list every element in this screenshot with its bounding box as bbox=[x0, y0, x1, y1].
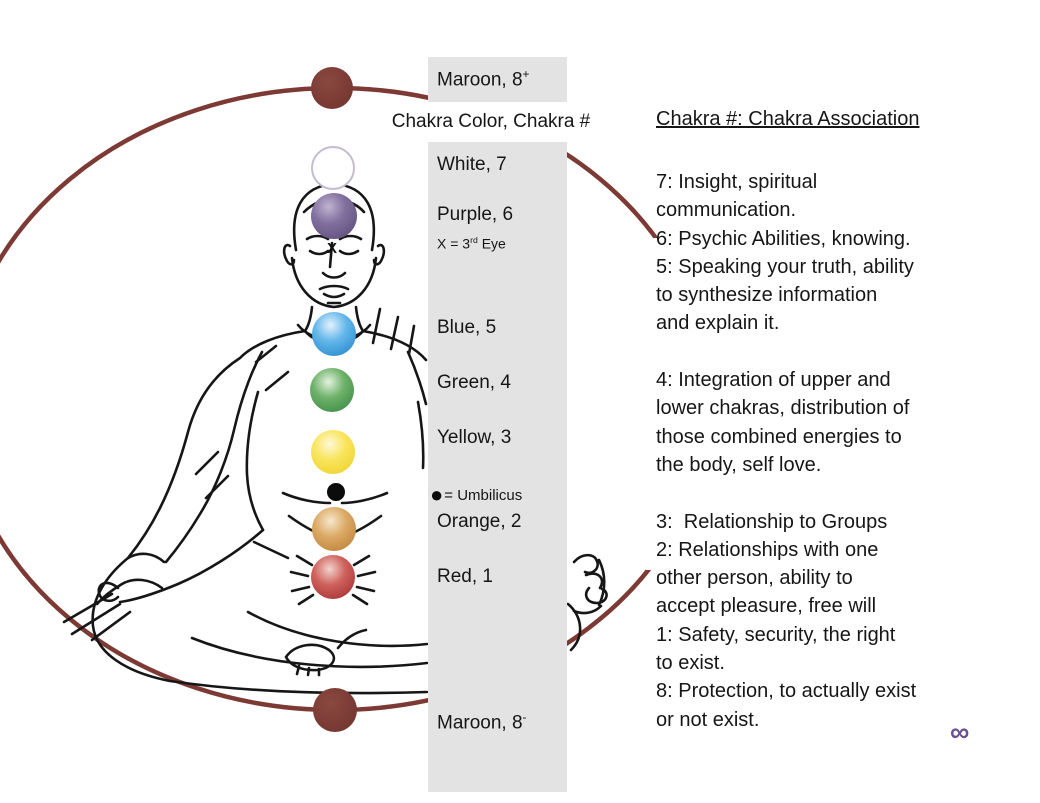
legend-header: Chakra Color, Chakra # bbox=[385, 102, 597, 142]
figure-right-hand bbox=[566, 553, 608, 652]
aura-ellipse-gap bbox=[646, 238, 766, 570]
legend-label-purple: Purple, 6 bbox=[437, 204, 514, 225]
associations-column: Chakra #: Chakra Association 7: Insight,… bbox=[656, 107, 1006, 734]
figure-belly-folds bbox=[281, 491, 389, 537]
legend-label-maroon-minus: Maroon, 8- bbox=[437, 711, 527, 734]
chakra-sphere-red bbox=[311, 555, 355, 599]
chakra-sphere-green bbox=[310, 368, 354, 412]
aura-node-bottom bbox=[313, 688, 357, 732]
legend-label-green: Green, 4 bbox=[437, 372, 511, 393]
rd-superscript: rd bbox=[470, 235, 478, 245]
chakra-sphere-orange bbox=[312, 507, 356, 551]
figure-legs bbox=[91, 528, 429, 695]
legend-label-red: Red, 1 bbox=[437, 566, 493, 587]
umbilicus-note: ●= Umbilicus bbox=[430, 482, 523, 507]
legend-top-box bbox=[428, 57, 567, 103]
chakra-sphere-blue bbox=[312, 312, 356, 356]
figure-torso bbox=[194, 307, 425, 560]
legend-band bbox=[428, 140, 567, 792]
legend-label-blue: Blue, 5 bbox=[437, 317, 497, 338]
chakra-sphere-white bbox=[311, 146, 355, 190]
umbilicus-dot bbox=[327, 483, 345, 501]
infinity-symbol: ∞ bbox=[950, 717, 970, 747]
legend-label-white: White, 7 bbox=[437, 154, 507, 175]
aura-ellipse bbox=[0, 85, 713, 713]
figure-root-rays bbox=[289, 554, 377, 606]
figure-arms bbox=[126, 329, 428, 564]
legend-label-yellow: Yellow, 3 bbox=[437, 427, 512, 448]
third-eye-mark: X bbox=[327, 240, 337, 257]
minus-superscript: - bbox=[522, 711, 527, 724]
chakra-sphere-yellow bbox=[311, 430, 355, 474]
plus-superscript: + bbox=[522, 68, 530, 81]
associations-body: 7: Insight, spiritual communication. 6: … bbox=[656, 171, 917, 731]
third-eye-note: X = 3rd Eye bbox=[437, 235, 506, 252]
aura-node-top bbox=[311, 67, 353, 109]
legend-label-maroon-plus: Maroon, 8+ bbox=[437, 68, 530, 91]
associations-header: Chakra #: Chakra Association bbox=[656, 108, 920, 130]
figure-face bbox=[303, 234, 365, 333]
legend-label-orange: Orange, 2 bbox=[437, 511, 522, 532]
umbilicus-dot-glyph: ● bbox=[430, 482, 444, 507]
chakra-sphere-purple bbox=[311, 193, 357, 239]
